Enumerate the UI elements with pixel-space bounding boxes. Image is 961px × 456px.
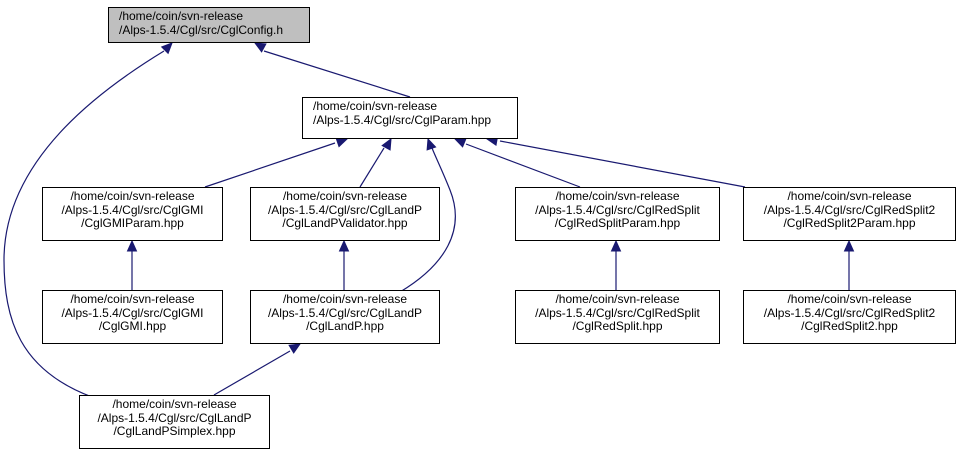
edge-cgllandpvalidator-to-cglparam <box>359 137 392 188</box>
node-cglgmiparam-line-2: /Alps-1.5.4/Cgl/src/CglGMI <box>61 202 204 217</box>
node-cglconfig[interactable]: /home/coin/svn-release /Alps-1.5.4/Cgl/s… <box>108 7 310 43</box>
node-cglredsplit2-line-2: /Alps-1.5.4/Cgl/src/CglRedSplit2 <box>763 305 936 320</box>
arrowhead-icon <box>126 239 138 252</box>
node-cglredsplit2-line-3: /CglRedSplit2.hpp <box>801 319 898 333</box>
edge-line <box>399 147 456 293</box>
node-cglredsplitparam-line-3: /CglRedSplitParam.hpp <box>554 216 681 230</box>
edge-cgllandp-to-cgllandpvalidator <box>338 239 350 290</box>
edge-cglredsplit2-to-cglredsplit2param <box>843 239 855 290</box>
node-cglredsplitparam-line-1: /home/coin/svn-release <box>555 189 680 203</box>
edge-line <box>465 143 581 188</box>
arrowhead-icon <box>610 239 622 252</box>
node-cgllandp-line-3: /CglLandP.hpp <box>306 319 384 333</box>
node-cglgmi-line-3: /CglGMI.hpp <box>98 319 167 333</box>
node-cglgmi-line-2: /Alps-1.5.4/Cgl/src/CglGMI <box>61 305 204 320</box>
node-cgllandpvalidator[interactable]: /home/coin/svn-release /Alps-1.5.4/Cgl/s… <box>250 187 440 241</box>
node-cgllandpsimplex-line-1: /home/coin/svn-release <box>112 397 237 411</box>
node-cglparam-line-1: /home/coin/svn-release <box>313 99 438 113</box>
node-cglredsplit-line-3: /CglRedSplit.hpp <box>572 319 663 333</box>
edge-cglgmi-to-cglgmiparam <box>126 239 138 290</box>
node-cglgmiparam-line-1: /home/coin/svn-release <box>70 189 195 203</box>
node-cglredsplit2-line-1: /home/coin/svn-release <box>787 292 912 306</box>
node-cgllandpsimplex-line-2: /Alps-1.5.4/Cgl/src/CglLandP <box>97 410 252 425</box>
edge-cglparam-to-cglconfig <box>253 42 411 98</box>
node-cgllandpvalidator-line-2: /Alps-1.5.4/Cgl/src/CglLandP <box>267 202 423 217</box>
node-cglconfig-line-2: /Alps-1.5.4/Cgl/src/CglConfig.h <box>119 22 284 37</box>
arrowhead-icon <box>843 239 855 252</box>
node-cglredsplitparam[interactable]: /home/coin/svn-release /Alps-1.5.4/Cgl/s… <box>515 187 720 241</box>
node-cgllandp-line-1: /home/coin/svn-release <box>282 292 408 306</box>
edge-cgllandpsimplex-to-cglconfig <box>3 42 173 398</box>
node-cglredsplit2param-line-2: /Alps-1.5.4/Cgl/src/CglRedSplit2 <box>763 202 936 217</box>
edge-line <box>204 142 336 188</box>
edge-line <box>499 140 746 188</box>
node-cglparam[interactable]: /home/coin/svn-release /Alps-1.5.4/Cgl/s… <box>302 97 518 139</box>
node-cgllandp[interactable]: /home/coin/svn-release /Alps-1.5.4/Cgl/s… <box>250 290 440 344</box>
node-cglredsplit2param-line-3: /CglRedSplit2Param.hpp <box>783 216 916 230</box>
node-cglgmiparam[interactable]: /home/coin/svn-release /Alps-1.5.4/Cgl/s… <box>42 187 223 241</box>
arrowhead-icon <box>426 137 437 151</box>
node-cglredsplit2param-line-1: /home/coin/svn-release <box>787 189 912 203</box>
arrowhead-icon <box>253 42 267 53</box>
edge-cglredsplit-to-cglredsplitparam <box>610 239 622 290</box>
edge-cglredsplit2param-to-cglparam <box>485 135 746 188</box>
node-cglredsplit[interactable]: /home/coin/svn-release /Alps-1.5.4/Cgl/s… <box>515 290 720 344</box>
node-cgllandpsimplex-line-3: /CglLandPSimplex.hpp <box>113 424 236 438</box>
arrowhead-icon <box>288 343 302 354</box>
arrowhead-icon <box>381 137 392 151</box>
node-cglgmi-line-1: /home/coin/svn-release <box>70 292 195 306</box>
node-cglgmiparam-line-3: /CglGMIParam.hpp <box>81 216 184 230</box>
edge-cglgmiparam-to-cglparam <box>204 137 349 188</box>
node-cgllandpvalidator-line-1: /home/coin/svn-release <box>282 189 408 203</box>
node-cglparam-line-2: /Alps-1.5.4/Cgl/src/CglParam.hpp <box>313 112 492 127</box>
edge-cgllandpsimplex-to-cgllandp <box>213 343 302 396</box>
node-cglredsplit2[interactable]: /home/coin/svn-release /Alps-1.5.4/Cgl/s… <box>743 290 956 344</box>
node-cgllandpsimplex[interactable]: /home/coin/svn-release /Alps-1.5.4/Cgl/s… <box>79 395 270 449</box>
node-cglredsplitparam-line-2: /Alps-1.5.4/Cgl/src/CglRedSplit <box>535 202 700 217</box>
arrowhead-icon <box>453 137 467 148</box>
node-cglredsplit2param[interactable]: /home/coin/svn-release /Alps-1.5.4/Cgl/s… <box>743 187 956 241</box>
node-cgllandpvalidator-line-3: /CglLandPValidator.hpp <box>282 216 408 230</box>
arrowhead-icon <box>338 239 350 252</box>
node-cglredsplit-line-1: /home/coin/svn-release <box>555 292 680 306</box>
edge-line <box>3 50 165 398</box>
edge-line <box>359 147 385 188</box>
node-cgllandp-line-2: /Alps-1.5.4/Cgl/src/CglLandP <box>267 305 423 320</box>
node-cglgmi[interactable]: /home/coin/svn-release /Alps-1.5.4/Cgl/s… <box>42 290 223 344</box>
node-cglconfig-line-1: /home/coin/svn-release <box>119 9 244 23</box>
edge-cglredsplitparam-to-cglparam <box>453 137 581 188</box>
arrowhead-icon <box>335 137 349 148</box>
arrowhead-icon <box>160 42 173 55</box>
edge-cgllandp-to-cglparam <box>399 137 456 293</box>
edge-line <box>263 50 411 98</box>
edge-line <box>213 350 291 396</box>
node-cglredsplit-line-2: /Alps-1.5.4/Cgl/src/CglRedSplit <box>535 305 700 320</box>
